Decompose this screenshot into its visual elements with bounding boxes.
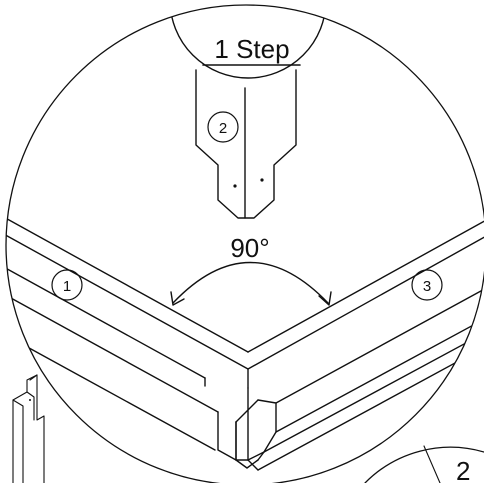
angle-label: 90° bbox=[230, 233, 269, 263]
detail-content bbox=[6, 5, 484, 471]
callout-3-label: 3 bbox=[423, 278, 431, 295]
callout-3: 3 bbox=[411, 269, 443, 301]
callout-2-label: 2 bbox=[219, 120, 227, 137]
callout-1-label: 1 bbox=[63, 278, 71, 295]
corner-joint bbox=[204, 368, 277, 471]
side-post-thumbnail bbox=[12, 374, 45, 484]
right-rail bbox=[247, 217, 484, 471]
step-label: 1 Step bbox=[214, 34, 289, 64]
next-step-number: 2 bbox=[456, 456, 470, 483]
next-step-preview: 2 bbox=[364, 445, 484, 486]
callout-1: 1 bbox=[51, 269, 83, 301]
step-header-arc bbox=[169, 5, 327, 79]
angle-indicator bbox=[170, 261, 332, 306]
connector-bracket bbox=[195, 69, 297, 219]
left-rail bbox=[6, 214, 249, 451]
callout-2: 2 bbox=[207, 111, 239, 143]
